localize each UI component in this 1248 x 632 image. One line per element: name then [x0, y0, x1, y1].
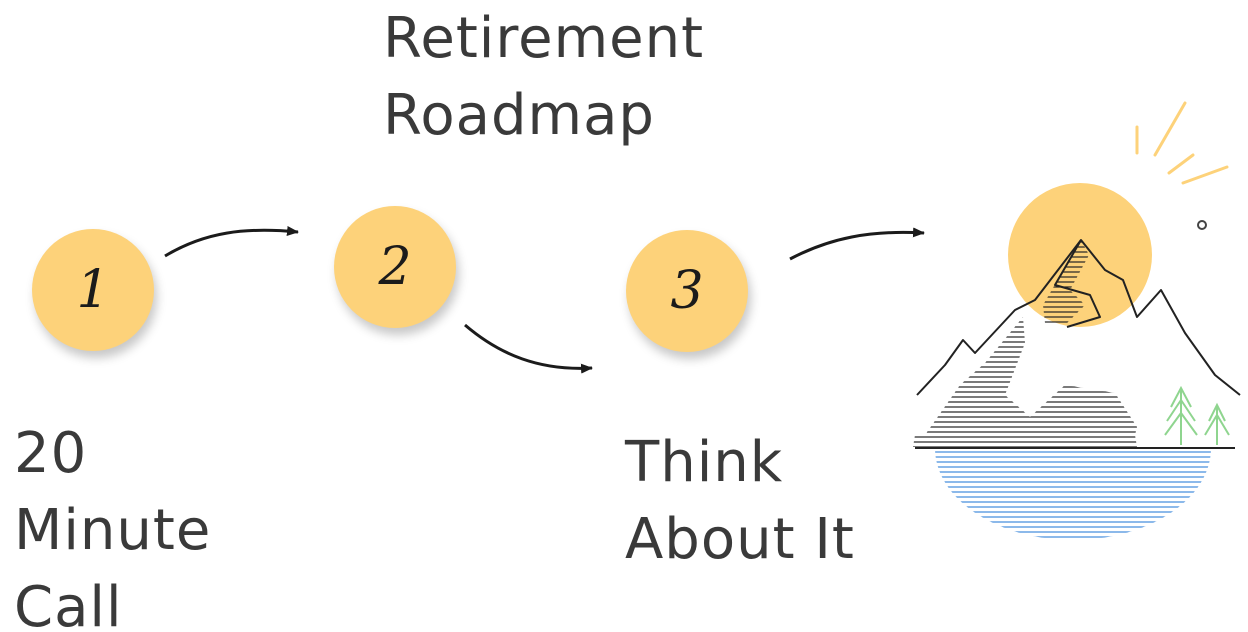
- curved-arrow-icon: [789, 227, 925, 261]
- step-1-number: 1: [76, 260, 110, 320]
- step-1-label-line: 20: [14, 421, 88, 486]
- step-1-label: 20 Minute Call: [14, 415, 211, 632]
- curved-arrow-icon: [464, 323, 593, 374]
- sun-rays-icon: [1135, 101, 1229, 185]
- step-3-circle: 3: [626, 230, 748, 352]
- step-3-label: Think About It: [625, 424, 855, 578]
- step-2-number: 2: [378, 237, 412, 297]
- step-2-label: Retirement Roadmap: [383, 0, 704, 154]
- step-3-number: 3: [670, 261, 704, 321]
- mountain-hatching-icon: [913, 240, 1137, 447]
- step-2-label-line: Retirement: [383, 6, 705, 71]
- step-1-label-line: Minute: [14, 498, 212, 563]
- mountain-sunrise-icon: [913, 101, 1241, 540]
- step-1-circle: 1: [32, 229, 154, 351]
- step-2-circle: 2: [334, 206, 456, 328]
- tree-icon: [1164, 385, 1230, 445]
- lake-icon: [935, 448, 1211, 540]
- step-3-label-line: About It: [625, 507, 855, 572]
- mountain-outline-icon: [916, 239, 1241, 396]
- step-2-label-line: Roadmap: [383, 83, 655, 148]
- curved-arrow-icon: [164, 225, 299, 258]
- step-1-label-line: Call: [14, 575, 123, 632]
- step-3-label-line: Think: [625, 430, 784, 495]
- dot-icon: [1197, 220, 1207, 230]
- mountain-ridge-icon: [1054, 239, 1101, 328]
